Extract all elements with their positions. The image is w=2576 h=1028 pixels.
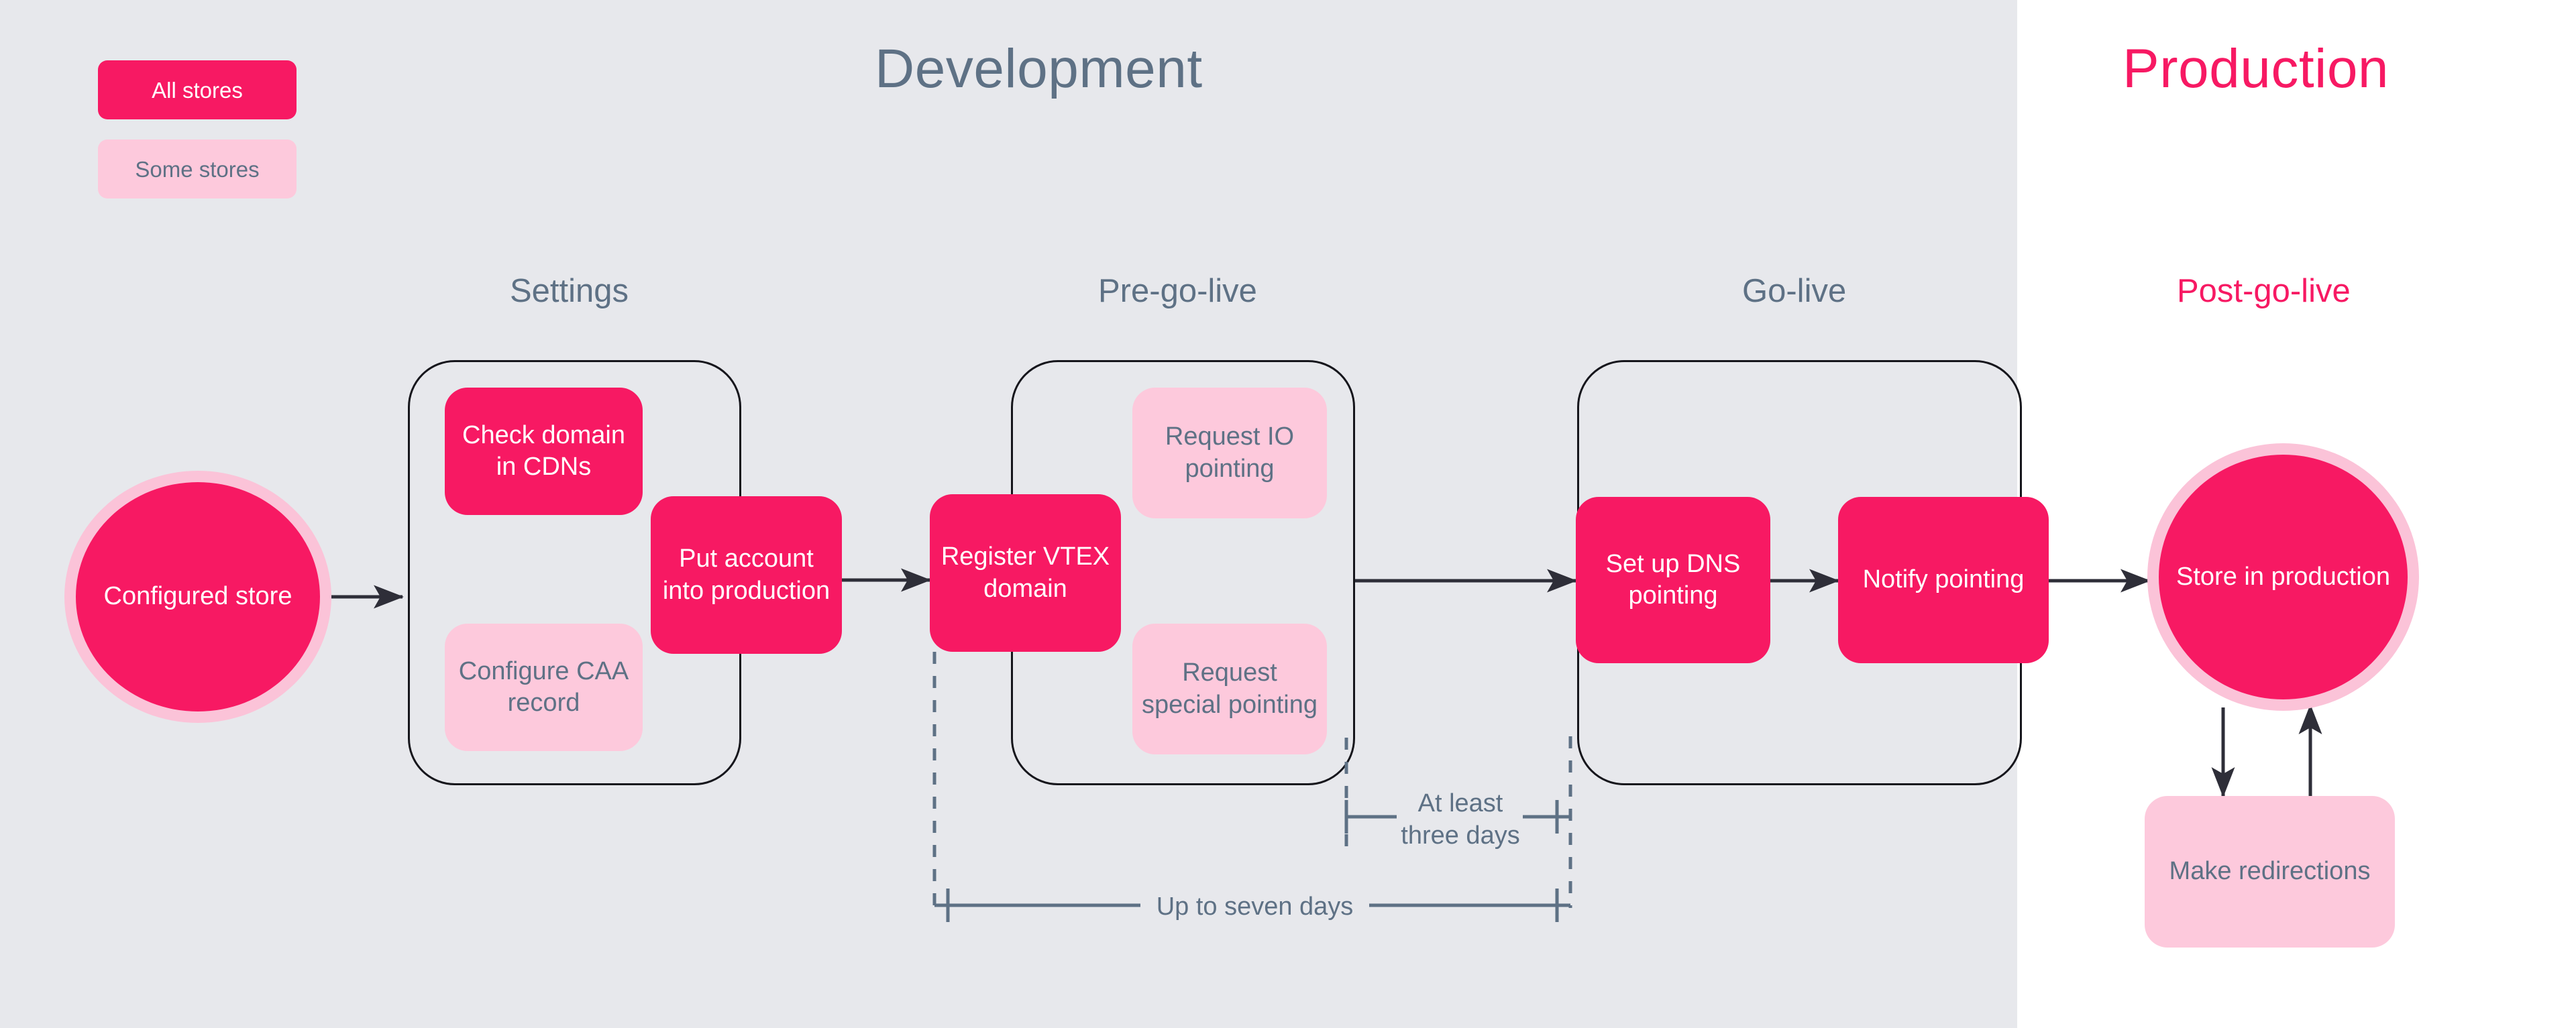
stage-label-go-live: Go-live <box>1742 273 1847 309</box>
legend-some-stores[interactable]: Some stores <box>98 139 297 198</box>
task-make-redirections[interactable]: Make redirections <box>2145 796 2395 948</box>
task-put-account-into-production[interactable]: Put account into production <box>651 496 842 654</box>
task-set-up-dns-pointing[interactable]: Set up DNS pointing <box>1576 497 1770 663</box>
task-register-vtex-domain[interactable]: Register VTEX domain <box>930 494 1121 652</box>
terminal-store-in-production[interactable]: Store in production <box>2147 443 2419 711</box>
legend-all-stores[interactable]: All stores <box>98 60 297 119</box>
stage-label-post-go-live: Post-go-live <box>2177 273 2351 309</box>
task-request-special-pointing[interactable]: Request special pointing <box>1132 624 1327 754</box>
task-check-domain-in-cdns[interactable]: Check domain in CDNs <box>445 388 643 515</box>
stage-label-pre-go-live: Pre-go-live <box>1098 273 1257 309</box>
duration-up-to-seven-days: Up to seven days <box>1140 891 1369 923</box>
terminal-configured-store[interactable]: Configured store <box>64 471 331 723</box>
production-section-title: Production <box>2123 38 2390 99</box>
duration-at-least-three-days: At least three days <box>1401 789 1520 850</box>
task-request-io-pointing[interactable]: Request IO pointing <box>1132 388 1327 518</box>
stage-label-settings: Settings <box>510 273 629 309</box>
task-configure-caa-record[interactable]: Configure CAA record <box>445 624 643 751</box>
development-section-title: Development <box>875 38 1203 99</box>
task-notify-pointing[interactable]: Notify pointing <box>1838 497 2049 663</box>
